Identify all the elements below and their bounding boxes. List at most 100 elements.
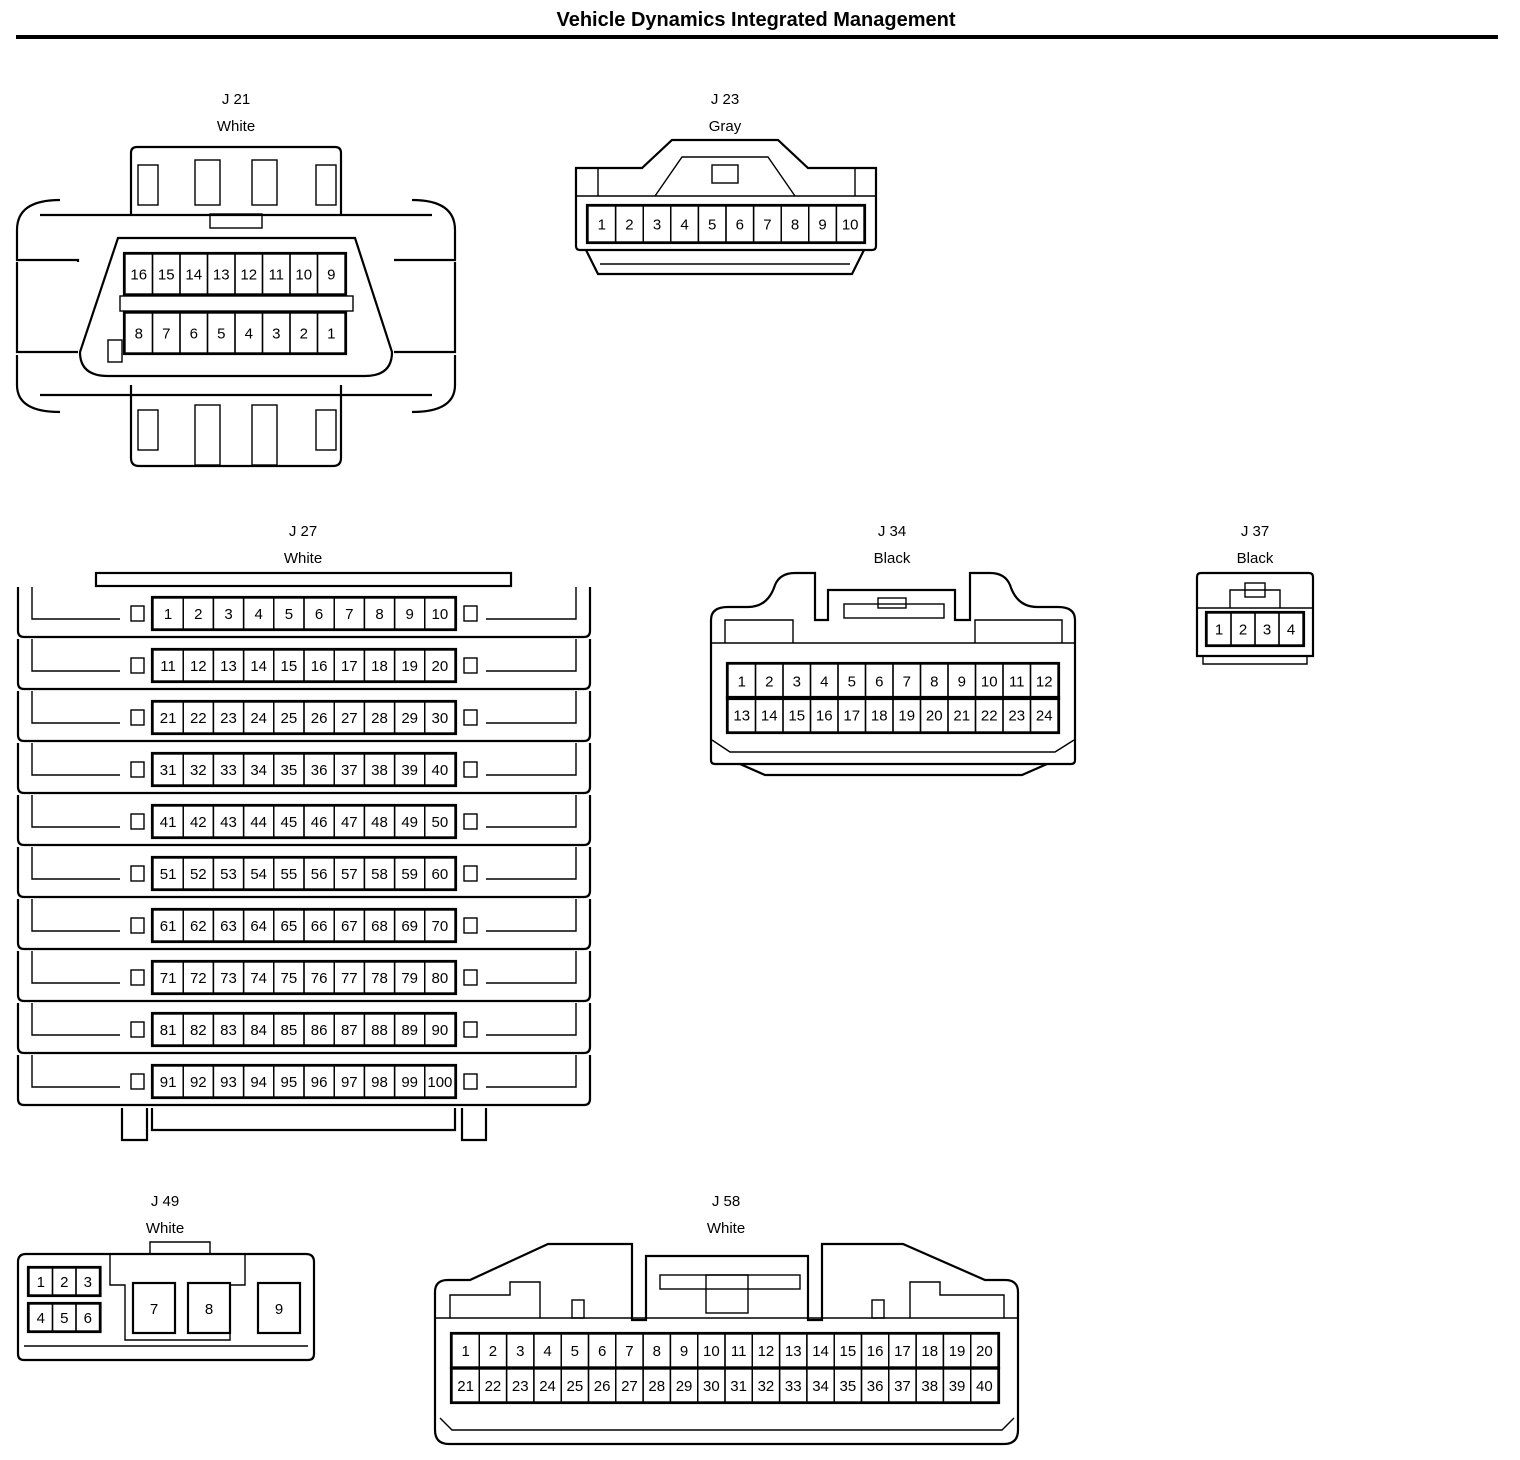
- j27-pin-label: 42: [190, 814, 207, 831]
- j58-pin-label: 9: [680, 1343, 688, 1360]
- j21-color: White: [217, 118, 255, 135]
- j21-latch-slot: [194, 404, 221, 466]
- j21-left-flange: [15, 262, 78, 354]
- j27-pin-label: 39: [401, 762, 418, 779]
- j34-body-line: [974, 619, 1063, 643]
- j21-latch-slot: [194, 159, 221, 206]
- j37-pin-label: 2: [1239, 622, 1247, 639]
- j27-foot: [120, 1108, 149, 1142]
- j34-latch: [877, 597, 907, 609]
- j27-row-key: [130, 605, 145, 622]
- j27-row-tab: [486, 743, 577, 776]
- j58-pin-label: 11: [731, 1343, 747, 1360]
- j58-housing: [433, 1242, 1020, 1446]
- j21-housing: [78, 236, 394, 378]
- j27-row-key: [463, 761, 478, 778]
- j21-pin-label: 1: [327, 326, 335, 343]
- j58-pin-label: 31: [730, 1378, 747, 1395]
- j34-bottom: [711, 739, 1075, 753]
- j27-row-key: [463, 1021, 478, 1038]
- j27-pin-label: 50: [432, 814, 449, 831]
- j27-row-tab: [486, 639, 577, 672]
- j27-pin-label: 33: [220, 762, 237, 779]
- j27-pin-row: [150, 907, 458, 944]
- j21-name: J 21: [222, 91, 250, 108]
- j58-pin-label: 21: [457, 1378, 474, 1395]
- j27-pin-label: 41: [160, 814, 177, 831]
- j21-pin-label: 6: [190, 326, 198, 343]
- j27-row-bar: [16, 1003, 592, 1055]
- j27-pin-label: 51: [160, 866, 177, 883]
- j27-pin-cell: [424, 961, 456, 994]
- j27-pin-label: 60: [432, 866, 449, 883]
- j49-large-pin-cell: [186, 1281, 232, 1335]
- j27-pin-label: 45: [281, 814, 298, 831]
- j27-pin-row: [150, 647, 458, 684]
- j49-name: J 49: [151, 1193, 179, 1210]
- j27-row-key: [130, 917, 145, 934]
- j58-pin-label: 1: [461, 1343, 469, 1360]
- j58-pin-label: 22: [485, 1378, 502, 1395]
- j27-top-rail: [94, 571, 513, 588]
- j27-pin-label: 31: [160, 762, 177, 779]
- j27-pin-label: 4: [255, 606, 263, 623]
- j27-pin-label: 21: [160, 710, 177, 727]
- j27-pin-label: 56: [311, 866, 328, 883]
- j23-name: J 23: [711, 91, 739, 108]
- j58-pin-label: 28: [648, 1378, 665, 1395]
- j21-pin-label: 2: [300, 326, 308, 343]
- j27-pin-label: 3: [224, 606, 232, 623]
- j34-pin-label: 8: [930, 674, 938, 691]
- j27-row-tab: [486, 951, 577, 984]
- j27-pin-label: 38: [371, 762, 388, 779]
- j27-pin-label: 24: [250, 710, 267, 727]
- j21-pin-label: 4: [245, 326, 253, 343]
- j27-row-tab: [486, 795, 577, 828]
- j27-pin-label: 88: [371, 1022, 388, 1039]
- j58-pin-label: 16: [867, 1343, 884, 1360]
- j27-pin-label: 55: [281, 866, 298, 883]
- j27-row-tab: [486, 587, 577, 620]
- j49-color: White: [146, 1220, 184, 1237]
- j37-pin-row: [1204, 610, 1306, 648]
- j27-row-tab: [486, 899, 577, 932]
- j27-pin-label: 15: [281, 658, 298, 675]
- j27-pin-label: 18: [371, 658, 388, 675]
- j27-pin-cell: [424, 649, 456, 682]
- j34-pin-label: 12: [1036, 674, 1053, 691]
- j27-pin-label: 79: [401, 970, 418, 987]
- j21-latch-slot: [251, 404, 278, 466]
- j58-pin-label: 34: [812, 1378, 829, 1395]
- j27-pin-label: 43: [220, 814, 237, 831]
- j27-pin-label: 70: [432, 918, 449, 935]
- j21-pin-label: 9: [327, 267, 335, 284]
- j21-pin-label: 8: [135, 326, 143, 343]
- j27-row-bar: [16, 795, 592, 847]
- j21-right-flange: [394, 262, 457, 354]
- j27-pin-label: 67: [341, 918, 358, 935]
- j37-pin-cell: [1278, 612, 1304, 646]
- j34-pin-label: 14: [761, 708, 778, 725]
- j58-latch: [705, 1274, 749, 1314]
- j58-pin-label: 15: [840, 1343, 857, 1360]
- j21-pin-row: [122, 310, 348, 356]
- j27-pin-row: [150, 699, 458, 736]
- j34-pin-label: 13: [733, 708, 750, 725]
- j21-left-flange: [15, 355, 61, 414]
- j27-row-key: [130, 865, 145, 882]
- title-rule: [16, 35, 1498, 39]
- j27-pin-label: 59: [401, 866, 418, 883]
- j27-pin-label: 17: [341, 658, 358, 675]
- j21-latch-slot: [315, 409, 337, 451]
- j27-pin-label: 63: [220, 918, 237, 935]
- j27-row-tab: [31, 951, 120, 984]
- j49-pin-label: 5: [60, 1310, 68, 1327]
- j27-pin-label: 29: [401, 710, 418, 727]
- j27-pin-label: 100: [427, 1074, 452, 1091]
- j21-pin-cell: [316, 253, 346, 295]
- j58-pin-label: 24: [539, 1378, 556, 1395]
- j37-housing: [1195, 571, 1315, 658]
